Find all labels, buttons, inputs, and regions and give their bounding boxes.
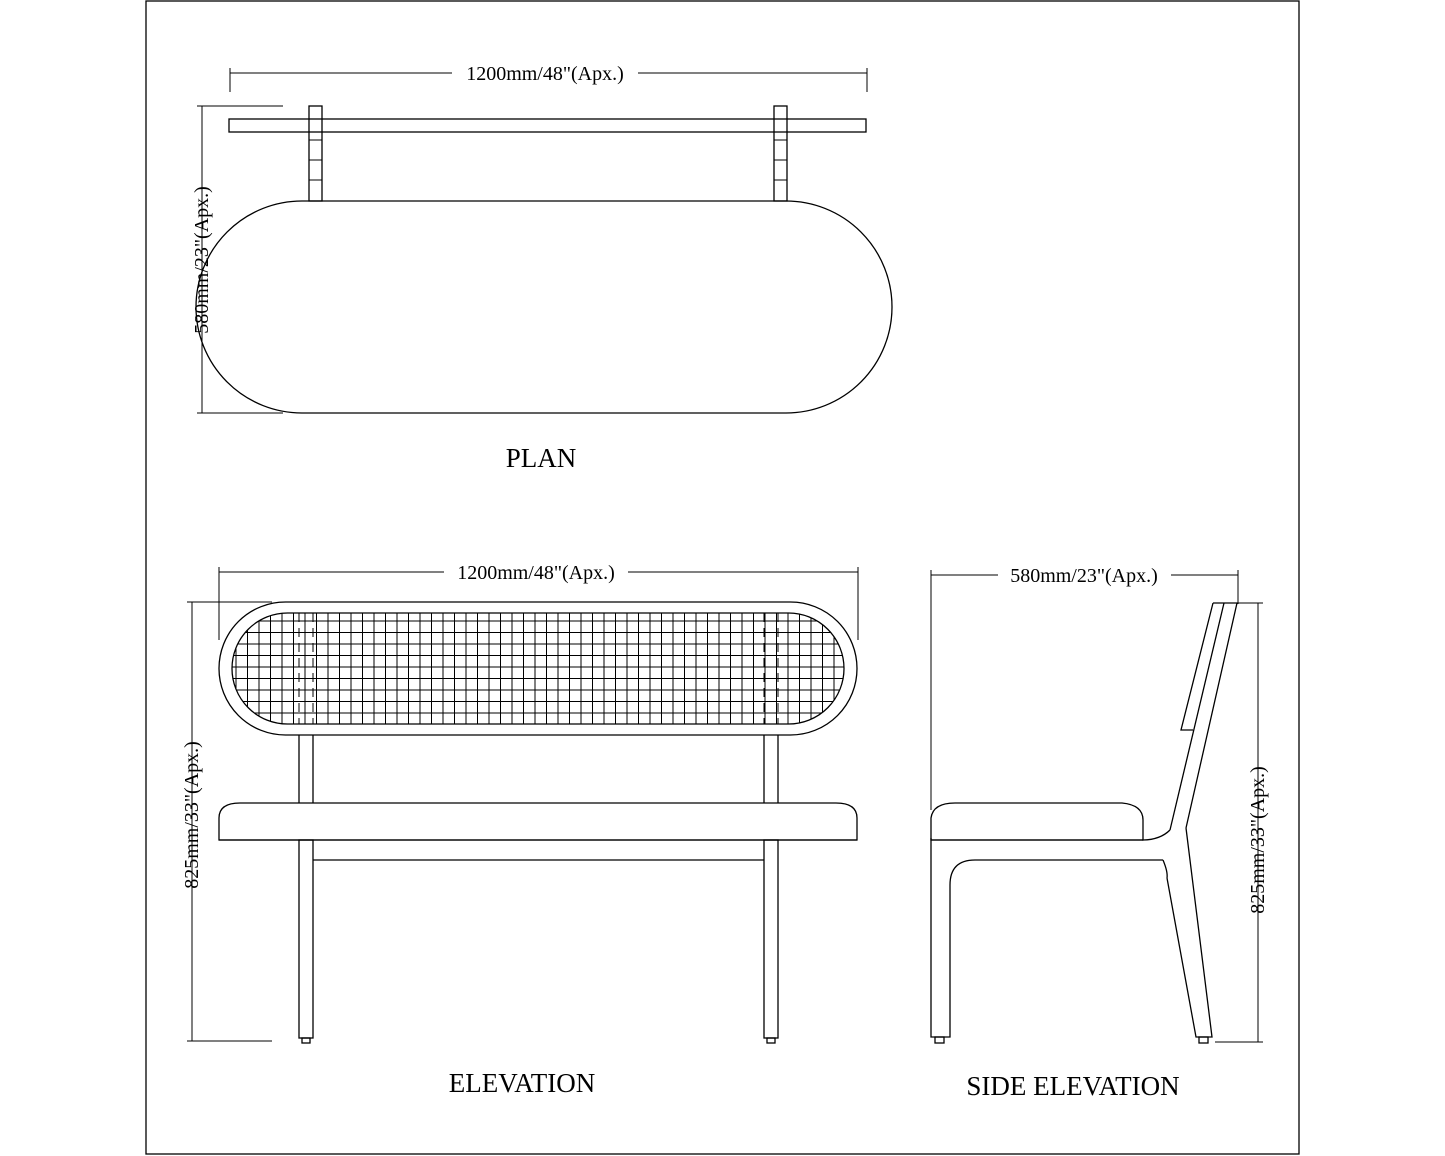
sheet-border bbox=[145, 0, 1300, 1155]
side-height-label: 825mm/33"(Apx.) bbox=[1247, 766, 1269, 914]
side-elevation-title: SIDE ELEVATION bbox=[966, 1071, 1179, 1101]
elevation-height-dimension: 825mm/33"(Apx.) bbox=[181, 601, 272, 1042]
elevation-height-label: 825mm/33"(Apx.) bbox=[181, 741, 203, 889]
elevation-width-label: 1200mm/48"(Apx.) bbox=[457, 562, 615, 584]
plan-view: 1200mm/48"(Apx.) 580mm/23"(Apx.) PLAN bbox=[191, 63, 893, 473]
plan-seat-outline bbox=[195, 200, 893, 414]
elevation-right-leg bbox=[763, 735, 779, 1044]
elevation-view: 1200mm/48"(Apx.) 825mm/33"(Apx.) bbox=[181, 562, 859, 1098]
elevation-title: ELEVATION bbox=[449, 1068, 595, 1098]
side-elevation-view: 580mm/23"(Apx.) 825mm/33"(Apx.) bbox=[930, 565, 1269, 1101]
backrest-right-post-lines bbox=[763, 613, 779, 724]
plan-title: PLAN bbox=[506, 443, 577, 473]
cane-webbing bbox=[232, 613, 844, 724]
side-depth-label: 580mm/23"(Apx.) bbox=[1010, 565, 1158, 587]
side-backrest bbox=[1169, 602, 1238, 831]
plan-depth-dimension: 580mm/23"(Apx.) bbox=[191, 105, 283, 414]
plan-backrest bbox=[228, 118, 867, 133]
plan-right-post bbox=[773, 105, 788, 202]
plan-width-dimension: 1200mm/48"(Apx.) bbox=[229, 63, 868, 92]
side-front-leg bbox=[930, 829, 1171, 1044]
elevation-backrest bbox=[218, 601, 858, 736]
side-seat bbox=[930, 802, 1144, 841]
elevation-width-dimension: 1200mm/48"(Apx.) bbox=[218, 562, 859, 640]
plan-width-label: 1200mm/48"(Apx.) bbox=[466, 63, 624, 85]
plan-depth-label: 580mm/23"(Apx.) bbox=[191, 186, 213, 334]
backrest-left-post-lines bbox=[298, 613, 314, 724]
plan-left-post bbox=[308, 105, 323, 202]
elevation-seat bbox=[218, 802, 858, 841]
side-depth-dimension: 580mm/23"(Apx.) bbox=[930, 565, 1239, 810]
elevation-left-leg bbox=[298, 735, 314, 1044]
side-height-dimension: 825mm/33"(Apx.) bbox=[1215, 602, 1269, 1043]
side-rear-leg bbox=[1166, 827, 1213, 1044]
